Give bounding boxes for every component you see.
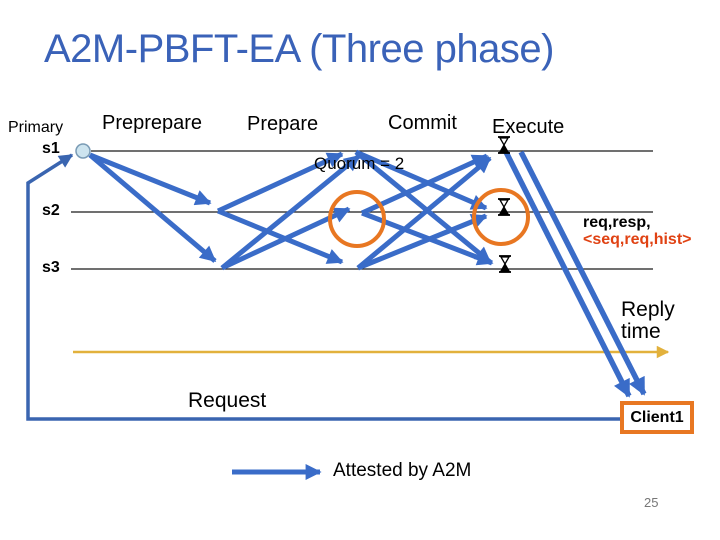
arrow-commit-s1-s2 <box>355 149 488 211</box>
primary-label: Primary <box>8 119 64 136</box>
reply-time-label: Reply time <box>621 298 675 344</box>
replica-label-s1: s1 <box>42 140 60 157</box>
phase-label-commit: Commit <box>388 112 457 134</box>
attested-legend-label: Attested by A2M <box>333 460 472 481</box>
request-arrow <box>26 153 620 421</box>
quorum-note: Quorum = 2 <box>314 154 405 173</box>
arrow-reply-2 <box>518 150 647 396</box>
slide-title: A2M-PBFT-EA (Three phase) <box>44 27 554 71</box>
arrow-prepare-s3-s1 <box>220 154 361 270</box>
arrow-prepare-s2-s1 <box>216 151 344 214</box>
client-box: Client1 <box>620 401 694 434</box>
arrow-prepare-s2-s3 <box>217 208 344 265</box>
arrow-commit-s1-s3 <box>354 150 492 264</box>
client-label: Client1 <box>630 408 684 426</box>
message-note: req,resp, <seq,req,hist> <box>583 214 692 249</box>
replica-label-s2: s2 <box>42 202 60 219</box>
arrow-commit-s3-s1 <box>356 156 492 270</box>
replica-label-s3: s3 <box>42 259 60 276</box>
page-number: 25 <box>644 495 659 510</box>
primary-start-node <box>75 143 91 159</box>
phase-label-execute: Execute <box>492 116 565 138</box>
arrow-preprepare-s1-s2 <box>89 152 212 206</box>
request-label: Request <box>188 389 267 412</box>
arrow-prepare-s3-s2 <box>220 206 351 271</box>
arrow-commit-s2-s1 <box>360 153 489 216</box>
phase-label-prepare: Prepare <box>247 113 319 135</box>
arrow-preprepare-s1-s3 <box>88 153 217 263</box>
arrow-commit-s3-s2 <box>357 213 488 271</box>
message-note-line2: <seq,req,hist> <box>583 231 692 249</box>
quorum-circle-commit <box>328 190 386 248</box>
quorum-circle-execute <box>472 188 530 246</box>
hourglass-icon <box>497 198 511 216</box>
phase-label-preprepare: Preprepare <box>102 112 203 134</box>
message-note-line1: req,resp, <box>583 214 651 231</box>
arrow-reply-1 <box>503 150 632 398</box>
